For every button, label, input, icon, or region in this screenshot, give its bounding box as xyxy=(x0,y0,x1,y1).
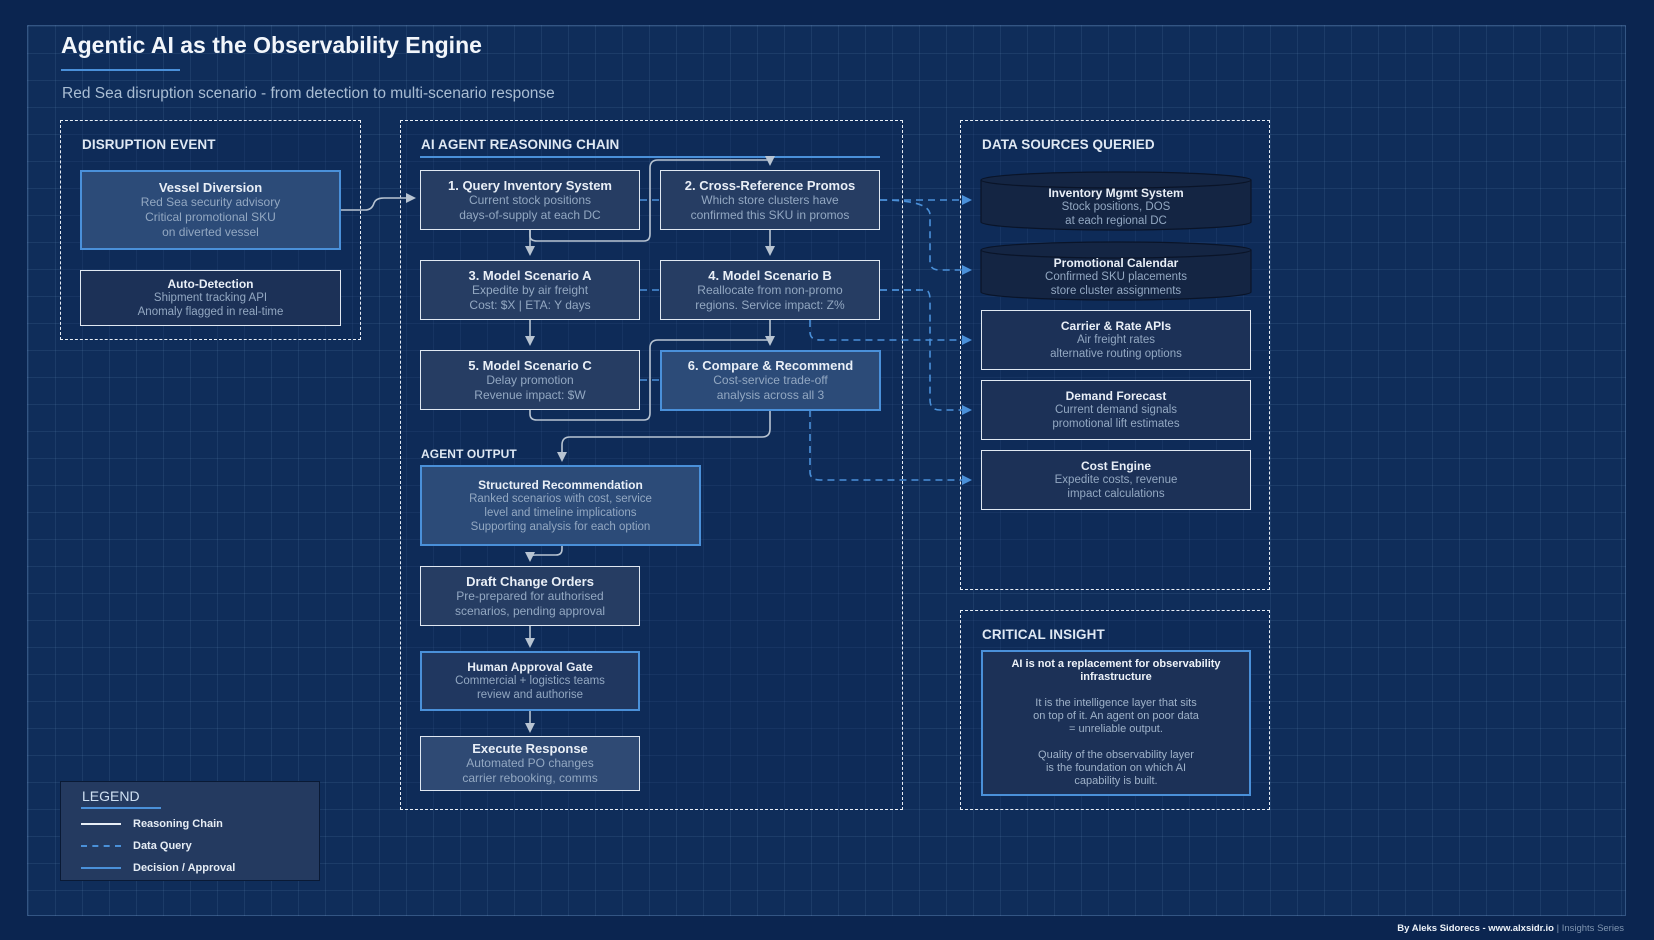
vessel-diversion-line: Critical promotional SKU xyxy=(145,210,276,224)
output-line: review and authorise xyxy=(476,689,584,701)
insight-paragraph-1: It is the intelligence layer that sits o… xyxy=(1033,697,1199,735)
legend-label: Reasoning Chain xyxy=(133,818,223,830)
step-title: 6. Compare & Recommend xyxy=(687,358,854,373)
source-line: Air freight rates xyxy=(1077,334,1155,346)
auto-detection-box[interactable]: Auto-Detection Shipment tracking API Ano… xyxy=(80,270,341,326)
step-line: Which store clusters have xyxy=(701,192,839,207)
step-line: Current stock positions xyxy=(468,192,592,207)
source-line: store cluster assignments xyxy=(1050,285,1182,297)
step-1-query-inventory[interactable]: 1. Query Inventory System Current stock … xyxy=(420,170,640,230)
step-6-compare-recommend[interactable]: 6. Compare & Recommend Cost-service trad… xyxy=(660,350,881,411)
step-line: Reallocate from non-promo xyxy=(697,282,843,297)
reasoning-chain-underline xyxy=(420,156,880,158)
step-title: 2. Cross-Reference Promos xyxy=(684,177,856,193)
source-carrier-rate-apis[interactable]: Carrier & Rate APIs Air freight rates al… xyxy=(981,310,1251,370)
vessel-diversion-box[interactable]: Vessel Diversion Red Sea security adviso… xyxy=(80,170,341,250)
legend-solid-blue-line xyxy=(81,867,121,869)
step-line: Revenue impact: $W xyxy=(474,387,586,402)
output-title: Human Approval Gate xyxy=(467,660,593,674)
step-line: Cost: $X | ETA: Y days xyxy=(469,297,591,312)
source-demand-forecast[interactable]: Demand Forecast Current demand signals p… xyxy=(981,380,1251,440)
legend-item-decision: Decision / Approval xyxy=(81,861,235,875)
step-title: 4. Model Scenario B xyxy=(708,267,832,283)
output-line: Ranked scenarios with cost, service xyxy=(469,492,652,505)
source-title: Promotional Calendar xyxy=(1053,256,1179,270)
agent-output-heading: AGENT OUTPUT xyxy=(421,447,517,461)
output-title: Draft Change Orders xyxy=(466,573,594,589)
source-line: impact calculations xyxy=(1067,488,1165,500)
auto-detection-title: Auto-Detection xyxy=(167,277,254,291)
legend-underline xyxy=(81,807,161,809)
output-line: Supporting analysis for each option xyxy=(470,520,651,533)
page-subtitle: Red Sea disruption scenario - from detec… xyxy=(62,85,555,102)
footer-series: Insights Series xyxy=(1561,923,1624,934)
step-line: days-of-supply at each DC xyxy=(459,207,601,222)
step-line: Expedite by air freight xyxy=(471,282,589,297)
source-inventory-mgmt[interactable]: Inventory Mgmt System Stock positions, D… xyxy=(981,184,1251,230)
source-title: Carrier & Rate APIs xyxy=(1060,319,1172,333)
output-line: level and timeline implications xyxy=(484,506,637,519)
legend-title: LEGEND xyxy=(82,788,140,804)
source-promotional-calendar[interactable]: Promotional Calendar Confirmed SKU place… xyxy=(981,254,1251,300)
legend-item-data-query: Data Query xyxy=(81,839,192,853)
step-4-scenario-b[interactable]: 4. Model Scenario B Reallocate from non-… xyxy=(660,260,880,320)
auto-detection-line: Shipment tracking API xyxy=(153,292,268,304)
source-line: promotional lift estimates xyxy=(1052,418,1180,430)
data-sources-heading: DATA SOURCES QUERIED xyxy=(982,137,1155,152)
step-line: regions. Service impact: Z% xyxy=(695,297,845,312)
reasoning-chain-heading: AI AGENT REASONING CHAIN xyxy=(421,137,620,152)
output-line: scenarios, pending approval xyxy=(454,603,606,618)
source-line: Current demand signals xyxy=(1054,404,1178,416)
legend-dashed-blue-line xyxy=(81,845,121,847)
critical-insight-heading: CRITICAL INSIGHT xyxy=(982,627,1105,642)
step-title: 5. Model Scenario C xyxy=(468,357,592,373)
source-title: Inventory Mgmt System xyxy=(1048,186,1184,200)
source-cost-engine[interactable]: Cost Engine Expedite costs, revenue impa… xyxy=(981,450,1251,510)
auto-detection-line: Anomaly flagged in real-time xyxy=(137,306,284,318)
step-line: Delay promotion xyxy=(486,372,574,387)
vessel-diversion-line: on diverted vessel xyxy=(162,225,259,239)
source-line: Expedite costs, revenue xyxy=(1054,474,1178,486)
step-title: 1. Query Inventory System xyxy=(447,177,612,193)
step-line: analysis across all 3 xyxy=(716,388,825,402)
source-line: Stock positions, DOS xyxy=(1061,201,1171,213)
source-title: Demand Forecast xyxy=(1065,389,1167,403)
title-underline xyxy=(61,69,180,71)
footer-credit: By Aleks Sidorecs - www.alxsidr.io | Ins… xyxy=(1397,923,1624,934)
human-approval-gate-box[interactable]: Human Approval Gate Commercial + logisti… xyxy=(420,651,640,711)
draft-change-orders-box[interactable]: Draft Change Orders Pre-prepared for aut… xyxy=(420,566,640,626)
legend-item-reasoning: Reasoning Chain xyxy=(81,817,223,831)
legend-label: Data Query xyxy=(133,840,192,852)
insight-title: AI is not a replacement for observabilit… xyxy=(1011,658,1221,683)
output-line: carrier rebooking, comms xyxy=(462,771,598,785)
structured-recommendation-box[interactable]: Structured Recommendation Ranked scenari… xyxy=(420,465,701,546)
output-line: Automated PO changes xyxy=(466,756,594,770)
vessel-diversion-title: Vessel Diversion xyxy=(158,180,263,195)
legend-solid-white-line xyxy=(81,823,121,825)
footer-separator: | xyxy=(1553,923,1562,934)
disruption-heading: DISRUPTION EVENT xyxy=(82,137,216,152)
step-3-scenario-a[interactable]: 3. Model Scenario A Expedite by air frei… xyxy=(420,260,640,320)
output-line: Pre-prepared for authorised xyxy=(456,588,604,603)
output-title: Structured Recommendation xyxy=(478,477,643,492)
critical-insight-box: AI is not a replacement for observabilit… xyxy=(981,650,1251,796)
page-title: Agentic AI as the Observability Engine xyxy=(61,32,482,58)
output-line: Commercial + logistics teams xyxy=(455,675,605,687)
vessel-diversion-line: Red Sea security advisory xyxy=(140,195,281,209)
step-title: 3. Model Scenario A xyxy=(468,267,592,283)
step-2-cross-reference-promos[interactable]: 2. Cross-Reference Promos Which store cl… xyxy=(660,170,880,230)
step-line: confirmed this SKU in promos xyxy=(690,207,850,222)
source-line: Confirmed SKU placements xyxy=(1045,271,1187,283)
legend: LEGEND Reasoning Chain Data Query Decisi… xyxy=(60,781,320,881)
source-title: Cost Engine xyxy=(1080,459,1151,473)
step-5-scenario-c[interactable]: 5. Model Scenario C Delay promotion Reve… xyxy=(420,350,640,410)
execute-response-box[interactable]: Execute Response Automated PO changes ca… xyxy=(420,736,640,791)
footer-author: By Aleks Sidorecs - www.alxsidr.io xyxy=(1397,923,1554,934)
legend-label: Decision / Approval xyxy=(133,862,236,874)
step-line: Cost-service trade-off xyxy=(713,373,828,387)
insight-paragraph-2: Quality of the observability layer is th… xyxy=(1038,749,1194,787)
output-title: Execute Response xyxy=(472,741,588,756)
source-line: at each regional DC xyxy=(1065,215,1167,227)
source-line: alternative routing options xyxy=(1050,348,1182,360)
